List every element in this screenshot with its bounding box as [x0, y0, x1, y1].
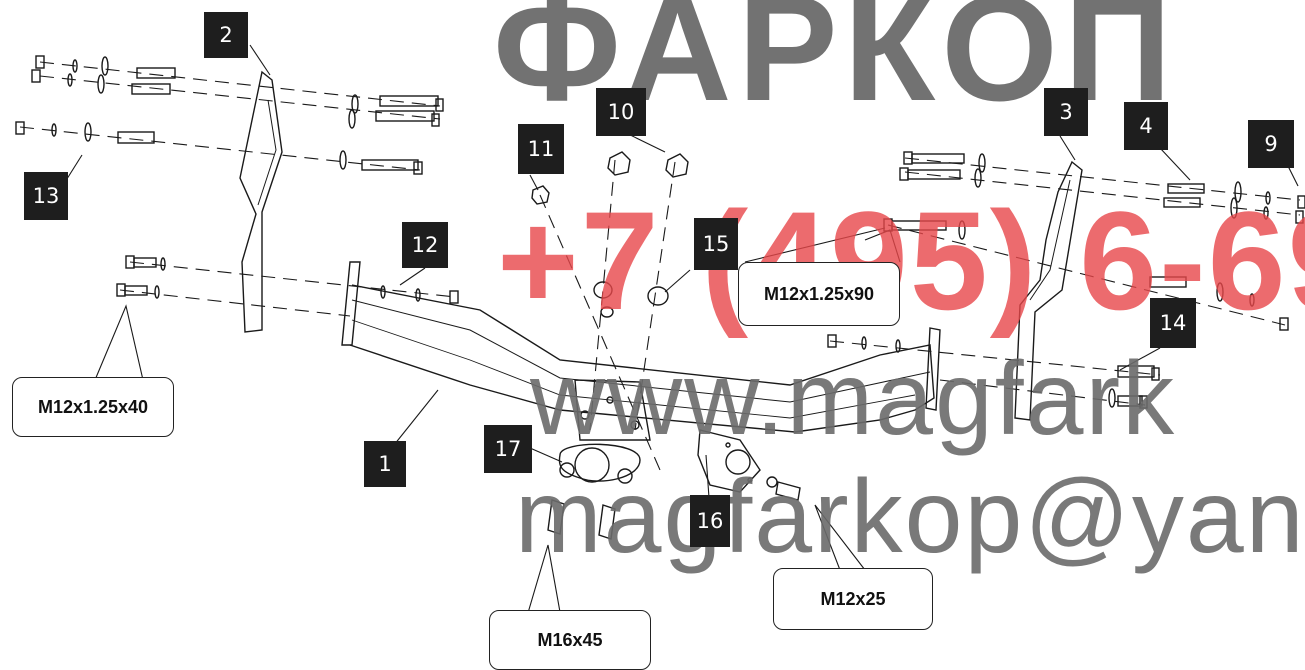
socket-plate [697, 429, 761, 493]
part-number-4: 4 [1124, 102, 1168, 150]
bolt-set-13 [15, 121, 423, 175]
bolt-set-left-lower [116, 255, 459, 304]
main-crossbar [341, 261, 361, 346]
part-number-1: 1 [364, 441, 406, 487]
callout-right-bracket-bolt: M12x1.25x90 [738, 262, 900, 326]
nut-10-icon [607, 151, 631, 176]
part-number-15: 15 [694, 218, 738, 270]
part-number-3: 3 [1044, 88, 1088, 136]
left-mounting-bracket [239, 70, 283, 333]
ball-mount-plate [574, 379, 651, 441]
part-number-13: 13 [24, 172, 68, 220]
bolt-set-left-top [31, 55, 444, 129]
part-number-11: 11 [518, 124, 564, 174]
part-number-14: 14 [1150, 298, 1196, 348]
leader-lines [64, 44, 1299, 641]
right-mounting-bracket [1014, 160, 1083, 421]
nut-11-icon [531, 185, 550, 205]
tow-ball [558, 443, 641, 482]
bolt-set-14 [827, 334, 1160, 409]
washer-15b-icon [647, 286, 669, 306]
bolt-set-right-top [899, 151, 1305, 224]
ball-bolts [547, 499, 616, 540]
part-number-10: 10 [596, 88, 646, 136]
assembly-dashed-lines [19, 61, 1301, 471]
part-number-16: 16 [690, 495, 730, 547]
callout-ball-bolt: M16x45 [489, 610, 651, 670]
part-number-12: 12 [402, 222, 448, 268]
bolt-set-right-middle [883, 218, 1289, 331]
washer-15a-icon [593, 281, 613, 299]
callout-socket-plate-bolt: M12x25 [773, 568, 933, 630]
callout-left-bracket-bolt: M12x1.25x40 [12, 377, 174, 437]
part-number-2: 2 [204, 12, 248, 58]
part-number-17: 17 [484, 425, 532, 473]
part-number-9: 9 [1248, 120, 1294, 168]
nut-10b-icon [665, 153, 689, 178]
socket-bolt [766, 476, 801, 501]
